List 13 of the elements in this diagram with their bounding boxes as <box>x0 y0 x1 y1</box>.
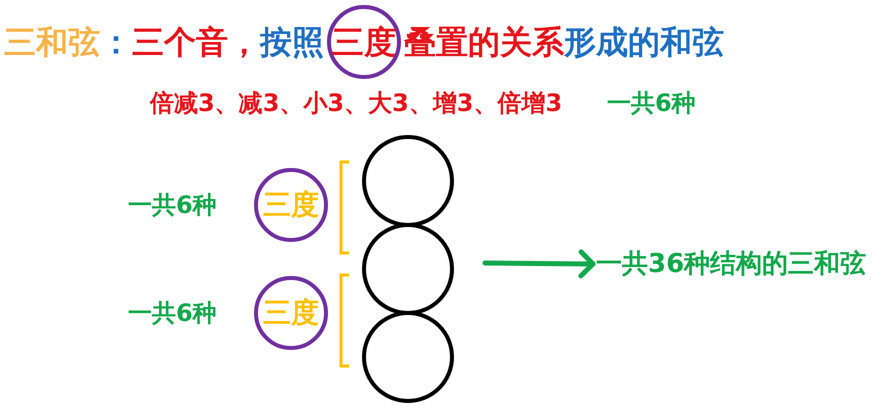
result-label: 一共36种结构的三和弦 <box>596 248 872 280</box>
count-label: 一共6种 <box>607 88 696 118</box>
arrow <box>482 249 596 278</box>
note-circle <box>362 311 454 403</box>
circled-label: 三度 <box>254 168 328 242</box>
highlight-ring <box>327 5 401 79</box>
count-label: 一共6种 <box>128 190 217 220</box>
count-label: 一共6种 <box>128 298 217 328</box>
note-circle <box>362 223 454 315</box>
title-text: 三和弦：三个音，按照三度叠置的关系形成的和弦 <box>4 22 724 62</box>
note-circle <box>362 135 454 227</box>
interval-list: 倍减3、减3、小3、大3、增3、倍增3 <box>150 88 562 118</box>
circled-label: 三度 <box>254 276 328 350</box>
